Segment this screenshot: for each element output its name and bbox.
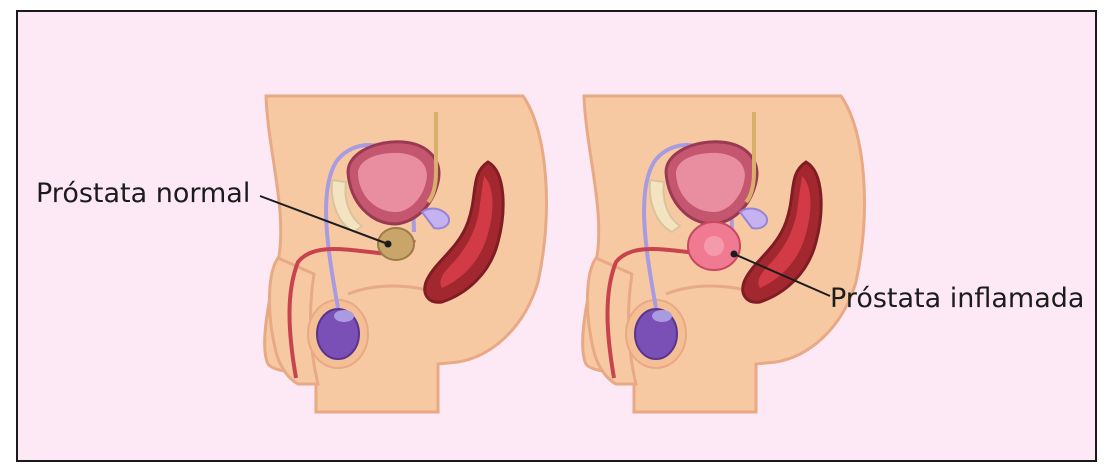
leader-dot-inflamed [731, 251, 738, 258]
epididymis-inflamed [652, 310, 672, 322]
prostate-inflamed-core [704, 236, 724, 256]
diagram-frame: Próstata normal Próstata inflamada [16, 10, 1097, 462]
leader-dot-normal [385, 241, 392, 248]
epididymis-normal [334, 310, 354, 322]
prostate-normal [378, 228, 414, 260]
label-prostate-normal: Próstata normal [36, 180, 250, 207]
label-prostate-inflamed: Próstata inflamada [830, 285, 1084, 312]
background [18, 12, 1095, 460]
anatomy-illustration [18, 12, 1095, 460]
